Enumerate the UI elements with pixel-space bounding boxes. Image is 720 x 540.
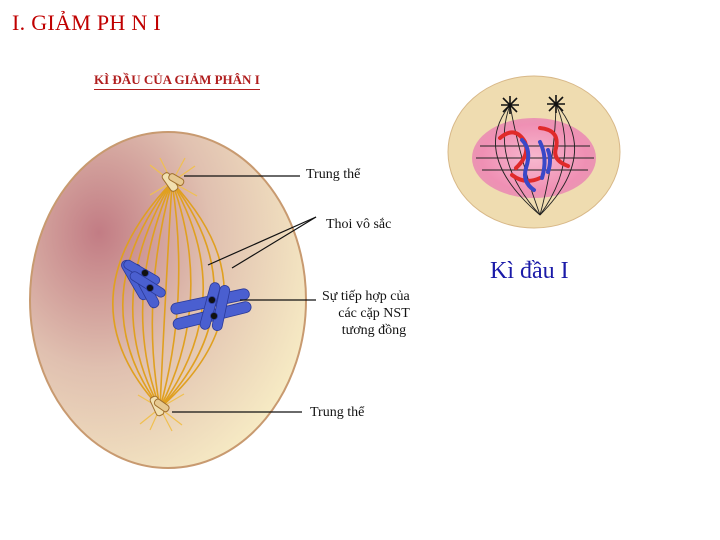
homologous-pair-right [170, 282, 252, 332]
centrosome-top [161, 172, 185, 192]
micrograph-centrosome-left [501, 96, 519, 114]
label-synapsis-line1: Sự tiếp hợp của [322, 289, 410, 304]
label-centrosome-bottom: Trung thể [310, 405, 365, 420]
diagram-heading: KÌ ĐẦU CỦA GIẢM PHÂN I [94, 72, 260, 90]
slide-title: I. GIẢM PH N I [12, 10, 162, 35]
label-synapsis-line2: các cặp NST [338, 306, 410, 321]
centrosome-bottom [149, 395, 170, 417]
leader-lines [172, 175, 317, 413]
label-synapsis: Sự tiếp hợp của các cặp NST tương đồng [322, 288, 426, 339]
label-synapsis-line3: tương đồng [341, 323, 407, 338]
micrograph-centrosome-right [547, 95, 565, 113]
label-centrosome-top: Trung thể [306, 167, 361, 182]
label-spindle: Thoi vô sắc [326, 217, 392, 232]
micrograph-chromosomes [498, 126, 570, 192]
micrograph-caption: Kì đầu I [490, 258, 569, 284]
micrograph [447, 75, 621, 229]
homologous-pair-left [121, 259, 166, 309]
cell-diagram [29, 131, 317, 469]
